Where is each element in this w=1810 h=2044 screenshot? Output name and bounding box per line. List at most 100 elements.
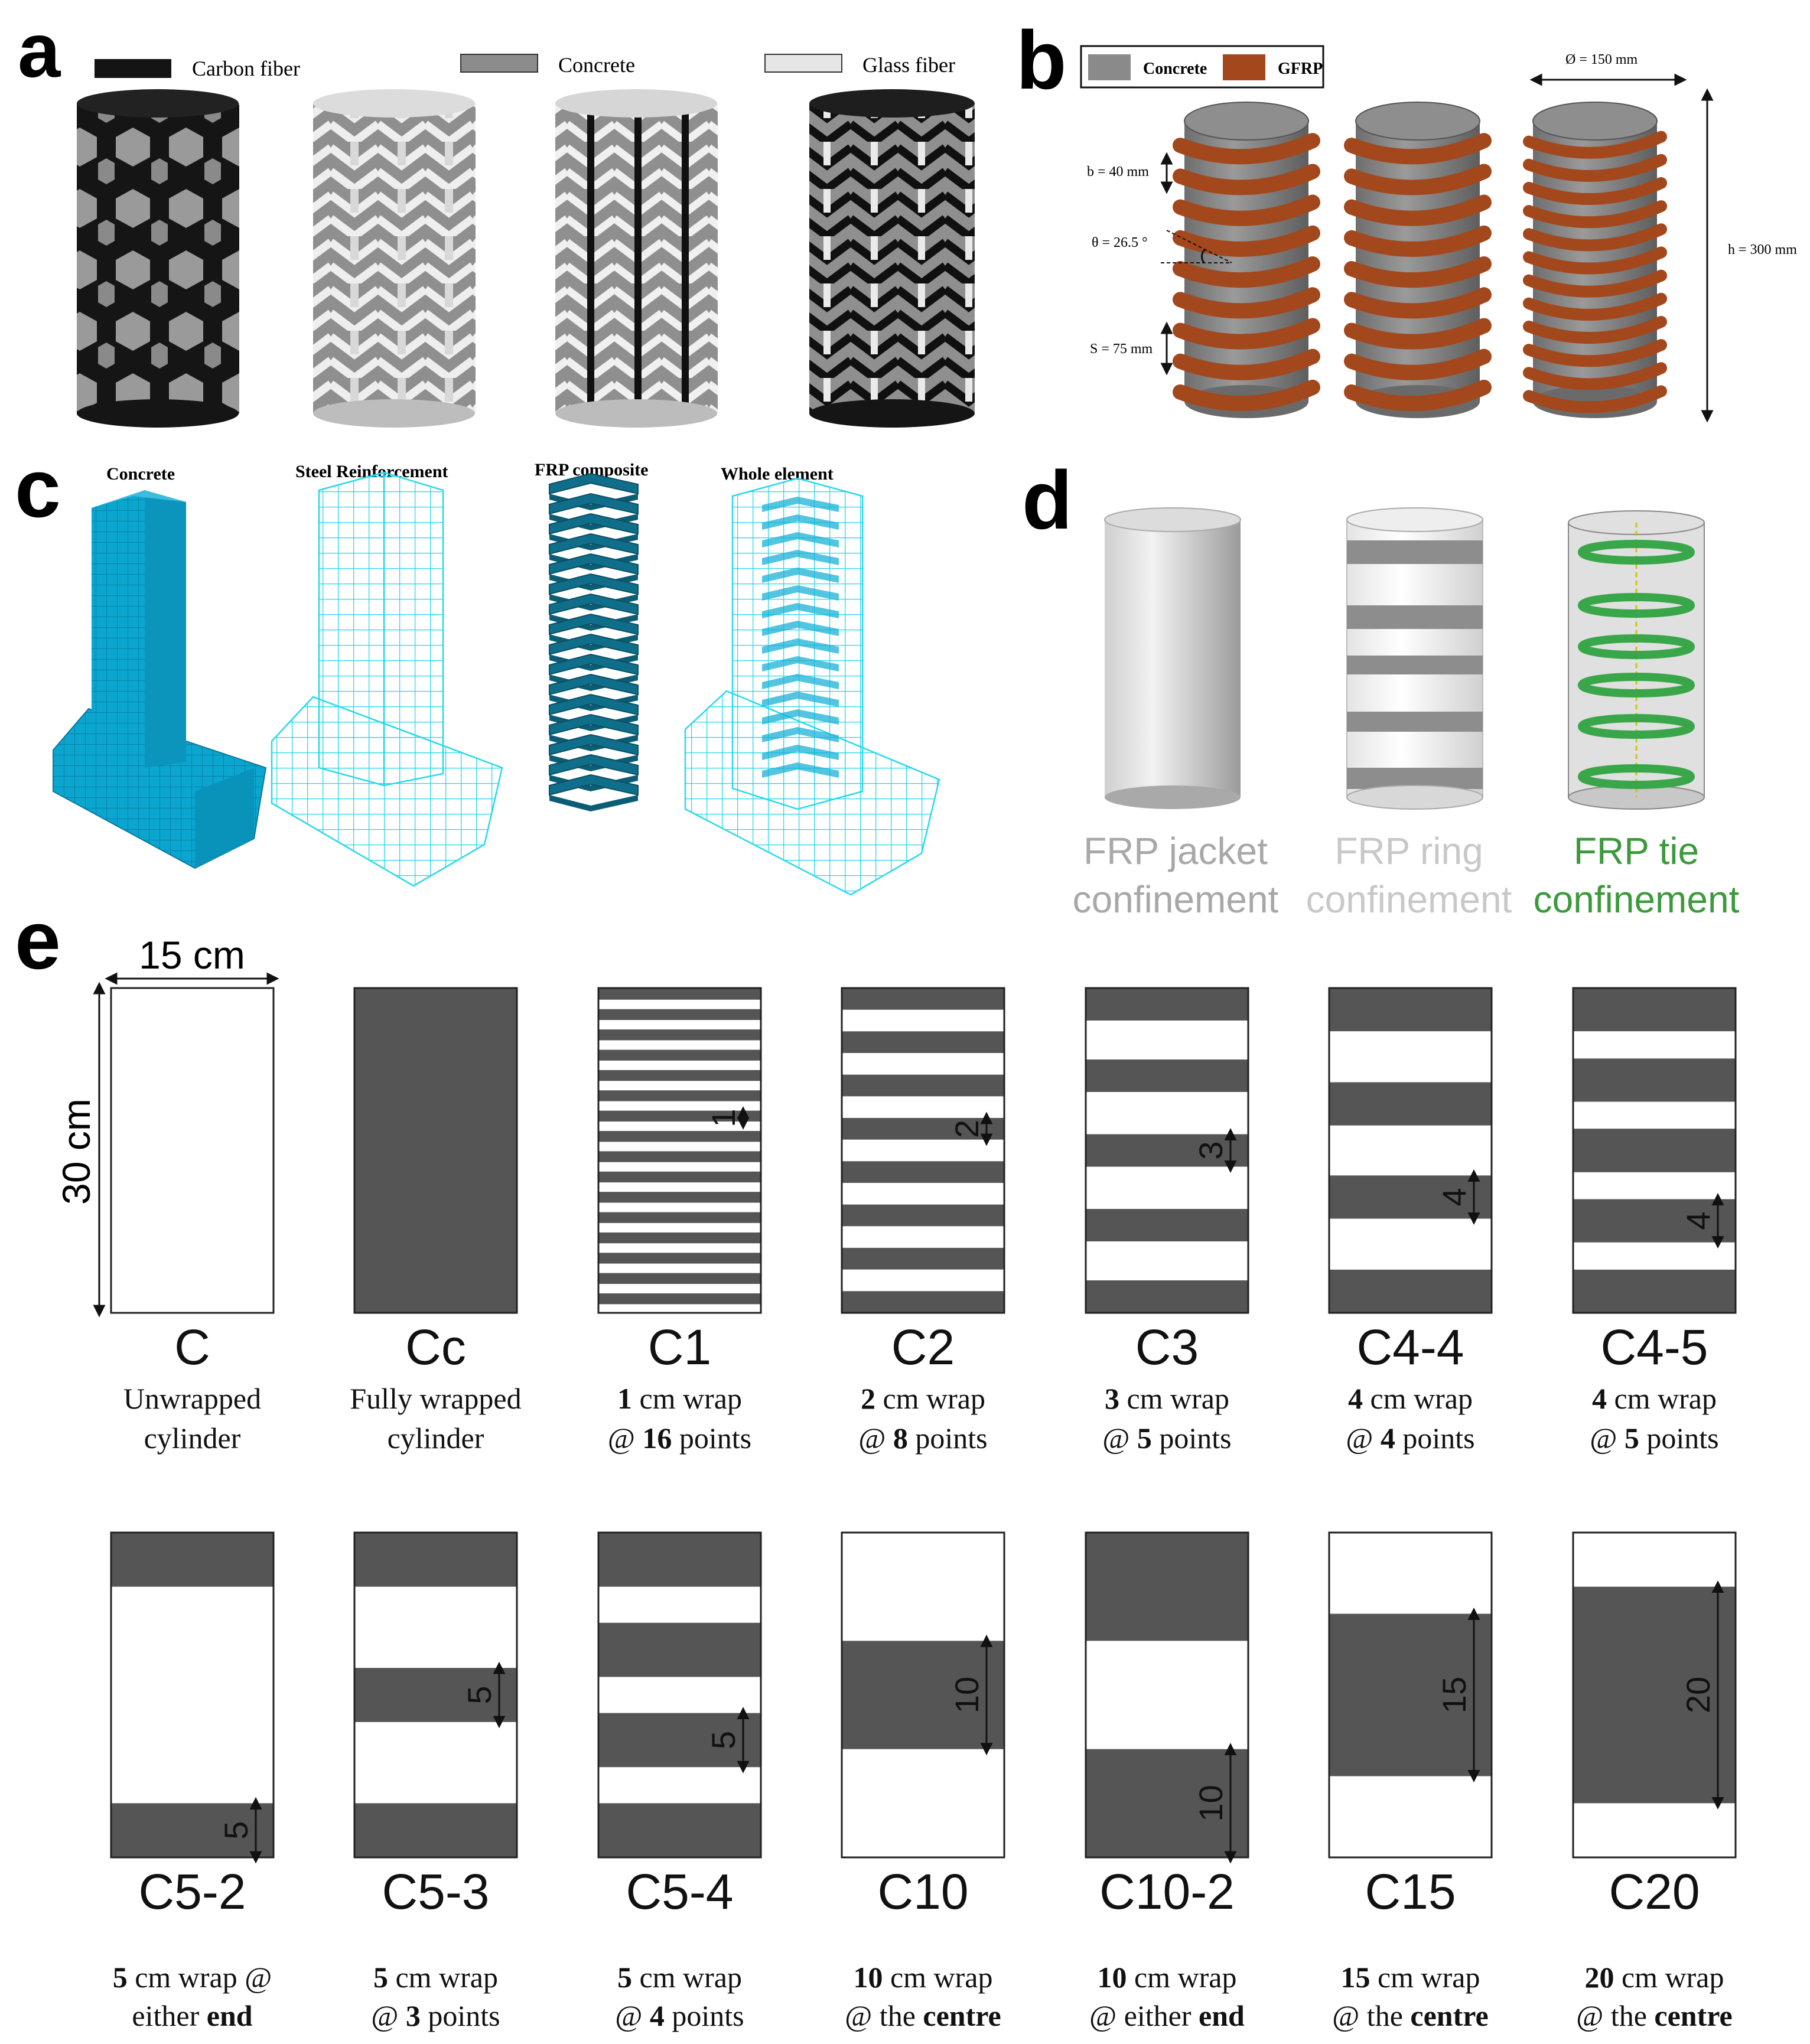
desc-text: @ either bbox=[1089, 1999, 1199, 2032]
panel-d: d bbox=[1022, 454, 1740, 921]
cylinder-hybrid-glass-carbon bbox=[555, 89, 718, 428]
wrap-band bbox=[1573, 1269, 1736, 1313]
desc-text: points bbox=[1152, 1422, 1232, 1455]
desc-text: cm wrap bbox=[1370, 1961, 1480, 1994]
specimen-desc-line2: @ 5 points bbox=[1102, 1422, 1231, 1455]
gfrp-cylinder-3 bbox=[1523, 102, 1667, 418]
specimen-desc-line2: @ 4 points bbox=[615, 1999, 744, 2032]
cylinder-glass bbox=[313, 89, 476, 428]
specimen-desc-line1: 10 cm wrap bbox=[1097, 1961, 1236, 1994]
desc-bold-value: 4 bbox=[1381, 1422, 1395, 1455]
legend-swatch-gfrp bbox=[1223, 54, 1265, 80]
desc-bold-value: 15 bbox=[1340, 1961, 1370, 1994]
gfrp-strip bbox=[1523, 339, 1667, 367]
legend-swatch-carbon bbox=[95, 59, 171, 78]
whole-tie-ring bbox=[762, 656, 839, 671]
specimen-desc-line1: 4 cm wrap bbox=[1348, 1382, 1473, 1415]
whole-tie-ring bbox=[762, 638, 839, 654]
wrap-band bbox=[1329, 1175, 1492, 1219]
wrap-band bbox=[354, 1533, 517, 1587]
specimen-desc-line2: @ 16 points bbox=[608, 1422, 751, 1455]
specimen-desc-line1: Fully wrapped bbox=[350, 1382, 521, 1415]
specimen-outline bbox=[841, 987, 1005, 1314]
panel-letter-e: e bbox=[15, 894, 61, 986]
specimen-desc-line1: 5 cm wrap @ bbox=[113, 1961, 272, 1994]
desc-text: points bbox=[908, 1422, 988, 1455]
specimen-desc-line2: @ the centre bbox=[1332, 1999, 1488, 2032]
wrap-band bbox=[1573, 1058, 1736, 1102]
desc-text: points bbox=[672, 1422, 751, 1455]
desc-text: @ bbox=[1102, 1422, 1137, 1455]
specimen-code: C5-2 bbox=[138, 1864, 246, 1919]
whole-tie-ring bbox=[762, 709, 839, 725]
panel-letter-a: a bbox=[18, 7, 61, 93]
specimen-c5-4: 5C5-45 cm wrap@ 4 points bbox=[597, 1531, 762, 2032]
specimen-outline bbox=[1572, 987, 1737, 1314]
specimen-code: C1 bbox=[648, 1319, 711, 1375]
wrap-band bbox=[354, 1668, 517, 1722]
gfrp-strip bbox=[1173, 318, 1320, 350]
frp-jacket-cylinder bbox=[1104, 507, 1241, 809]
frp-composite-ties bbox=[549, 472, 639, 811]
title-concrete: Concrete bbox=[106, 464, 175, 484]
legend-swatch-glass bbox=[764, 54, 842, 73]
gfrp-strip bbox=[1523, 292, 1667, 321]
wrap-band bbox=[598, 1171, 761, 1183]
wrap-band bbox=[111, 1803, 274, 1857]
wrap-width-label: 5 bbox=[461, 1686, 498, 1704]
gfrp-strip bbox=[1173, 164, 1320, 195]
wrap-band bbox=[598, 1713, 761, 1768]
gfrp-strip bbox=[1523, 177, 1667, 206]
wrap-width-label: 20 bbox=[1679, 1677, 1717, 1713]
desc-bold-value: end bbox=[1199, 1999, 1245, 2032]
gfrp-strip bbox=[1523, 154, 1667, 182]
desc-bold-value: 20 bbox=[1584, 1961, 1614, 1994]
wrap-band bbox=[598, 1110, 761, 1122]
specimen-outline bbox=[841, 1531, 1005, 1859]
frp-tie-ring-lower bbox=[549, 795, 638, 811]
wrap-width-label: 1 bbox=[705, 1109, 742, 1127]
wrap-band bbox=[598, 1803, 761, 1857]
specimen-outline bbox=[110, 987, 275, 1314]
gfrp-strip bbox=[1523, 315, 1667, 344]
whole-tie-ring bbox=[762, 727, 839, 742]
dim-width-label: 15 cm bbox=[139, 933, 245, 977]
wrap-band bbox=[842, 1031, 1004, 1053]
specimen-body bbox=[111, 988, 274, 1313]
gfrp-strip bbox=[1344, 164, 1492, 195]
gfrp-strip bbox=[1344, 287, 1492, 319]
specimen-desc-line1: 5 cm wrap bbox=[617, 1961, 742, 1994]
dim-height: h = 300 mm bbox=[1728, 242, 1797, 257]
cylinder-carbon bbox=[77, 89, 239, 428]
specimen-c5-2: 5C5-25 cm wrap @either end bbox=[110, 1531, 275, 2032]
desc-bold-value: centre bbox=[1410, 1999, 1488, 2032]
dim-height-label: 30 cm bbox=[54, 1098, 98, 1205]
specimen-c4-4: 4C4-44 cm wrap@ 4 points bbox=[1328, 987, 1493, 1455]
concrete-core bbox=[1356, 124, 1480, 402]
wrap-band bbox=[354, 988, 517, 1313]
desc-text: cm wrap bbox=[1614, 1961, 1724, 1994]
wrap-band bbox=[1329, 1082, 1492, 1126]
wrap-band bbox=[598, 1151, 761, 1162]
label-tie-line1: FRP tie bbox=[1574, 830, 1699, 872]
desc-text: @ the bbox=[1332, 1999, 1410, 2032]
whole-tie-ring bbox=[762, 550, 839, 565]
legend-label-carbon: Carbon fiber bbox=[192, 57, 300, 80]
whole-tie-ring bbox=[762, 745, 839, 760]
wrap-band bbox=[842, 1204, 1004, 1227]
desc-bold-value: 1 bbox=[617, 1382, 632, 1415]
specimen-outline bbox=[1328, 1531, 1493, 1859]
wrap-band bbox=[598, 1212, 761, 1223]
wrap-band bbox=[1086, 1280, 1248, 1313]
wrap-band bbox=[354, 1803, 517, 1857]
wrap-width-label: 4 bbox=[1435, 1188, 1473, 1206]
wrap-band bbox=[1573, 988, 1736, 1032]
desc-bold-value: 8 bbox=[893, 1422, 908, 1455]
specimen-outline bbox=[353, 1531, 518, 1859]
wrap-band bbox=[1329, 1613, 1492, 1776]
specimen-desc-line2: @ 5 points bbox=[1590, 1422, 1718, 1455]
desc-text: @ bbox=[1346, 1422, 1381, 1455]
gfrp-strip bbox=[1344, 133, 1492, 165]
